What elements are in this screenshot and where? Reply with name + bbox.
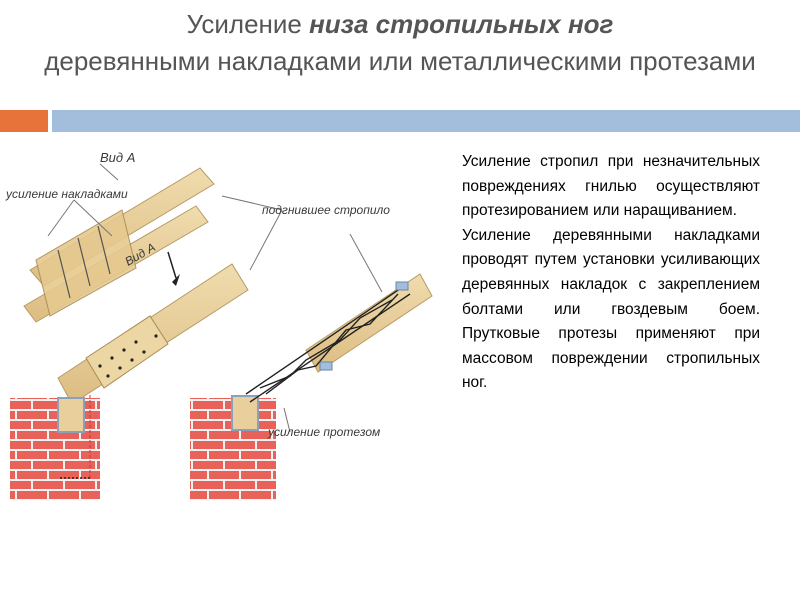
slide-title: Усиление низа стропильных ног деревянным… [20, 6, 780, 80]
label-view-a: Вид А [100, 150, 135, 165]
mauerlat-right [231, 395, 259, 431]
rafter-reinforcement-diagram: Вид А усиление накладками Вид А подгнивш… [5, 150, 433, 500]
title-emphasis: низа стропильных ног [309, 9, 614, 39]
description-text: Усиление стропил при незначительных повр… [462, 150, 760, 396]
bolt-holes [98, 334, 158, 378]
overlay-plank-left [85, 315, 169, 389]
brick-wall-left [10, 398, 100, 500]
steel-prosthesis [245, 285, 411, 403]
view-a-sketch [23, 167, 215, 323]
paragraph-2: Усиление деревянными накладками проводят… [462, 226, 760, 392]
title-rest: деревянными накладками или металлическим… [44, 46, 756, 76]
paragraph-1: Усиление стропил при незначительных повр… [462, 153, 760, 220]
label-prosthesis: усиление протезом [267, 425, 380, 439]
accent-bar-blue [52, 110, 800, 132]
accent-bar-orange [0, 110, 48, 132]
label-rotten-rafter: подгнившее стропило [262, 203, 390, 217]
mauerlat-left [57, 397, 85, 433]
rotten-rafter-right [305, 273, 433, 373]
label-overlays: усиление накладками [5, 187, 128, 201]
title-prefix: Усиление [186, 9, 310, 39]
